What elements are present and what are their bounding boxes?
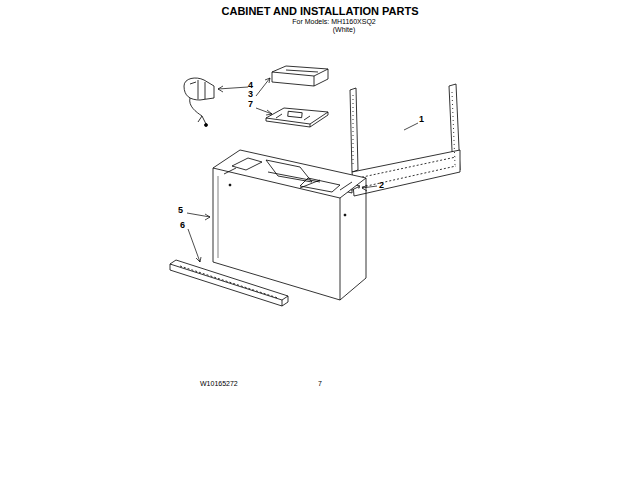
vent-bar bbox=[272, 66, 328, 86]
cabinet-wrapper bbox=[213, 150, 366, 300]
callout-number: 7 bbox=[248, 100, 253, 110]
callout-number: 5 bbox=[178, 206, 183, 216]
callout-number: 3 bbox=[248, 90, 253, 100]
callout-number: 6 bbox=[180, 221, 185, 231]
mounting-plate bbox=[350, 84, 460, 196]
callout-number: 2 bbox=[379, 181, 384, 191]
damper-motor bbox=[184, 78, 214, 127]
document-number: W10165272 bbox=[200, 380, 238, 388]
color-note: (White) bbox=[333, 26, 356, 34]
page-number: 7 bbox=[318, 380, 322, 388]
front-trim bbox=[170, 260, 288, 306]
top-plate bbox=[266, 108, 328, 127]
page-title: CABINET AND INSTALLATION PARTS bbox=[222, 5, 419, 17]
leader-lines bbox=[187, 78, 418, 262]
callout-number: 1 bbox=[419, 115, 424, 125]
model-line: For Models: MH1160XSQ2 bbox=[292, 18, 376, 26]
